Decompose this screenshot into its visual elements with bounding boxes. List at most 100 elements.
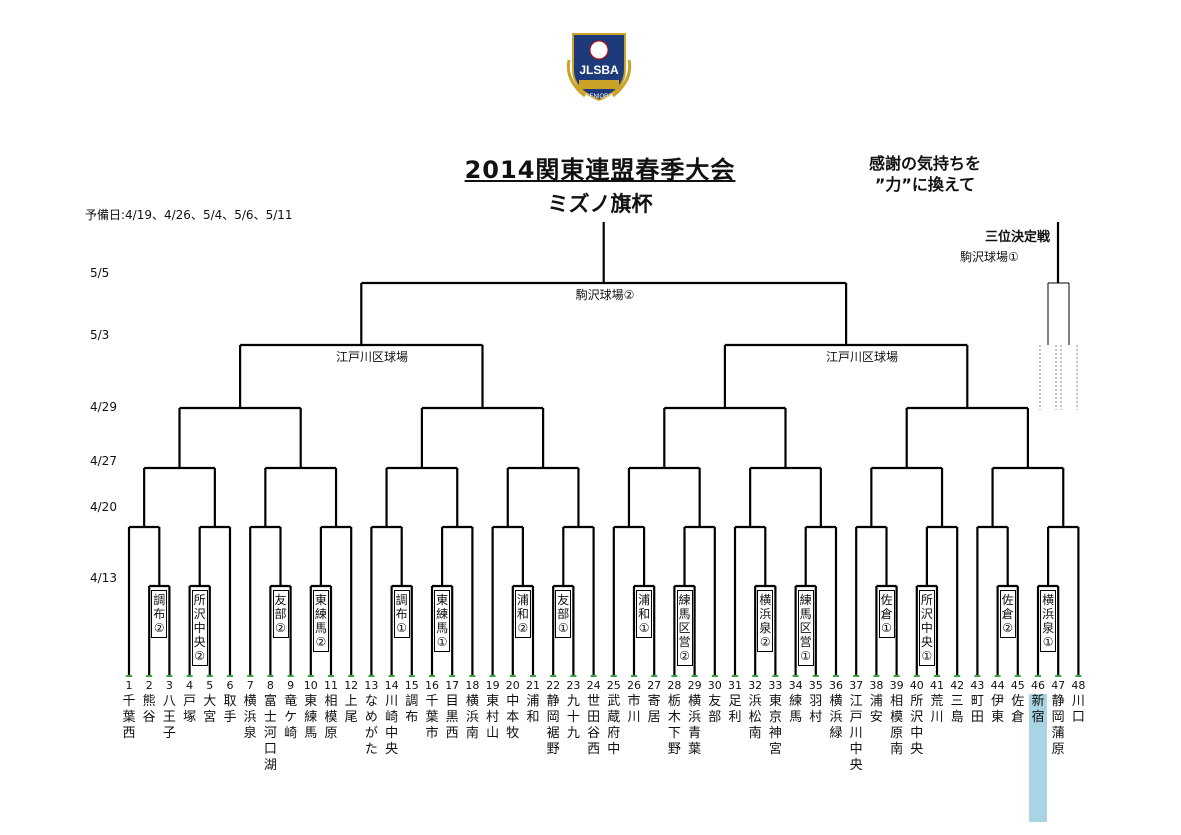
team-name: 栃木下野: [667, 694, 681, 757]
tournament-subtitle: ミズノ旗杯: [547, 192, 653, 216]
seed-badge: 横浜泉①: [1040, 590, 1057, 652]
team-name: 練馬: [789, 694, 803, 725]
seed-badge: 東練馬①: [434, 590, 451, 652]
team-number: 42: [950, 679, 965, 692]
team-name: 川口: [1071, 694, 1085, 725]
round-date-semifinal: 5/3: [90, 328, 110, 342]
team-name: 目黒西: [445, 694, 459, 741]
team-number: 1: [125, 679, 133, 692]
team-number: 22: [546, 679, 561, 692]
slogan-line-2: ”力”に換えて: [874, 175, 976, 194]
logo-text: JLSBA: [579, 63, 619, 77]
team-number: 8: [266, 679, 274, 692]
team-number: 21: [526, 679, 540, 692]
team-number: 37: [849, 679, 864, 692]
team-number: 33: [768, 679, 783, 692]
team-name: 上尾: [344, 694, 358, 725]
team-number: 34: [788, 679, 803, 692]
team-name: 川崎中央: [385, 694, 399, 757]
seed-badge: 練馬区営①: [797, 590, 814, 666]
team-number: 47: [1051, 679, 1066, 692]
team-number: 24: [586, 679, 601, 692]
team-name: 千葉市: [425, 694, 439, 741]
seed-badge: 所沢中央②: [191, 590, 208, 666]
team-number: 2: [145, 679, 153, 692]
team-name: 東村山: [486, 694, 500, 741]
seed-badge: 横浜泉②: [757, 590, 774, 652]
round-date-round3: 4/27: [90, 454, 117, 468]
tournament-title: 2014関東連盟春季大会: [464, 156, 736, 184]
team-number: 38: [869, 679, 884, 692]
team-number: 6: [226, 679, 234, 692]
team-name: 横浜泉: [243, 694, 257, 741]
round-date-final: 5/5: [90, 266, 110, 280]
team-name: 世田谷西: [587, 694, 601, 757]
team-name: 武蔵府中: [607, 694, 621, 757]
team-number: 11: [324, 679, 338, 692]
team-number: 18: [465, 679, 480, 692]
team-number: 48: [1071, 679, 1086, 692]
team-name: 荒川: [930, 694, 944, 725]
seed-badge: 浦和②: [514, 590, 531, 638]
team-number: 23: [566, 679, 581, 692]
team-name: 佐倉: [1011, 694, 1025, 725]
team-number: 9: [287, 679, 295, 692]
team-name: 江戸川中央: [849, 694, 863, 773]
team-name: 町田: [970, 694, 984, 725]
team-number: 36: [829, 679, 843, 692]
team-number: 39: [889, 679, 904, 692]
semi-left-venue: 江戸川区球場: [333, 348, 411, 365]
team-name: なめがた: [364, 694, 378, 757]
team-name: 取手: [223, 694, 237, 725]
team-number: 3: [165, 679, 173, 692]
semi-right-venue: 江戸川区球場: [823, 348, 901, 365]
team-name: 東練馬: [304, 694, 318, 741]
team-name: 浜松南: [748, 694, 762, 741]
team-name: 静岡裾野: [546, 694, 560, 757]
team-number: 31: [728, 679, 742, 692]
team-name: 横浜青葉: [688, 694, 702, 757]
seed-badge: 佐倉①: [878, 590, 895, 638]
final-venue: 駒沢球場②: [573, 286, 637, 303]
team-name: 竜ケ崎: [284, 694, 298, 741]
round-date-round1: 4/13: [90, 571, 117, 585]
seed-badge: 調布②: [151, 590, 168, 638]
team-number: 26: [627, 679, 641, 692]
team-number: 25: [606, 679, 621, 692]
team-name: 寄居: [647, 694, 661, 725]
team-number: 5: [206, 679, 214, 692]
team-name: 相模原南: [890, 694, 904, 757]
slogan-line-1: 感謝の気持ちを: [868, 154, 981, 173]
team-name: 熊谷: [142, 694, 156, 725]
team-name: 足利: [728, 694, 742, 725]
team-name: 大宮: [203, 694, 217, 725]
team-name: 市川: [627, 694, 641, 725]
team-name: 九十九: [566, 694, 580, 741]
team-name: 新宿: [1029, 694, 1047, 822]
team-number: 16: [425, 679, 439, 692]
team-name: 八王子: [162, 694, 176, 741]
team-name: 所沢中央: [910, 694, 924, 757]
round-date-quarterfinal: 4/29: [90, 400, 117, 414]
team-name: 調布: [405, 694, 419, 725]
team-number: 17: [445, 679, 460, 692]
seed-badge: 友部②: [272, 590, 289, 638]
seed-badge: 練馬区営②: [676, 590, 693, 666]
seed-badge: 東練馬②: [312, 590, 329, 652]
team-name: 三島: [950, 694, 964, 725]
team-number: 14: [384, 679, 399, 692]
team-name: 中本牧: [506, 694, 520, 741]
team-number: 12: [344, 679, 359, 692]
seed-badge: 調布①: [393, 590, 410, 638]
team-name: 羽村: [809, 694, 823, 725]
team-name: 千葉西: [122, 694, 136, 741]
seed-badge: 佐倉②: [999, 590, 1016, 638]
team-name: 浦安: [869, 694, 883, 725]
team-name: 東京神宮: [768, 694, 782, 757]
team-number: 10: [303, 679, 318, 692]
team-number: 28: [667, 679, 682, 692]
third-place-title: 三位決定戦: [985, 230, 1051, 245]
team-number: 4: [186, 679, 194, 692]
team-number: 20: [505, 679, 520, 692]
